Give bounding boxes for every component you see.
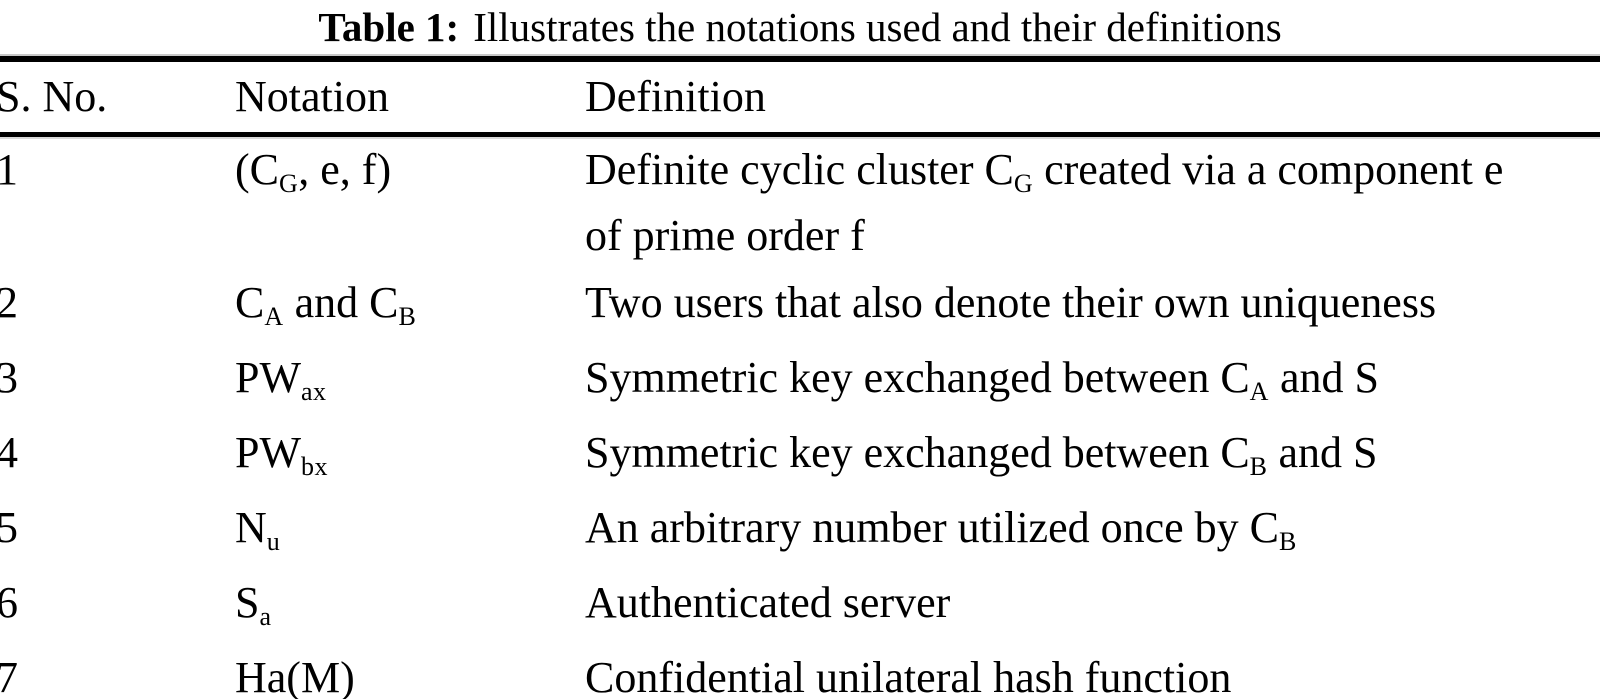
text-line: (CG, e, f) (235, 145, 392, 198)
row-number-cell: 5 (0, 503, 18, 552)
text-line: An arbitrary number utilized once by CB (585, 503, 1297, 556)
table-row: 1 (CG, e, f) Definite cyclic cluster CG … (0, 144, 1600, 272)
row-number-cell: 6 (0, 578, 18, 627)
table-row: 6 Sa Authenticated server (0, 572, 1600, 647)
text-line: PWax (235, 353, 327, 406)
definition-cell: Two users that also denote their own uni… (585, 272, 1600, 347)
table-caption: Table 1: Illustrates the notations used a… (0, 0, 1600, 56)
text-line: Symmetric key exchanged between CB and S (585, 428, 1378, 481)
column-header-definition: Definition (585, 72, 766, 121)
column-header-sno: S. No. (0, 72, 108, 121)
row-number-cell: 2 (0, 278, 18, 327)
notation-cell: Sa (235, 572, 585, 647)
text-line: Sa (235, 578, 272, 631)
text-line: PWbx (235, 428, 328, 481)
notation-cell: Nu (235, 497, 585, 572)
definition-cell: Symmetric key exchanged between CA and S (585, 347, 1600, 422)
table-row: 7 Ha(M) Confidential unilateral hash fun… (0, 647, 1600, 699)
definition-cell: Symmetric key exchanged between CB and S (585, 422, 1600, 497)
top-rule (0, 56, 1600, 62)
table-caption-label: Table 1: (318, 4, 460, 50)
text-line: Ha(M) (235, 653, 355, 699)
text-line: of prime order f (585, 211, 865, 260)
table-header-row: S. No. Notation Definition (0, 62, 1600, 132)
row-number-cell: 7 (0, 653, 18, 699)
table-row: 3 PWax Symmetric key exchanged between C… (0, 347, 1600, 422)
text-line: Nu (235, 503, 281, 556)
definition-cell: An arbitrary number utilized once by CB (585, 497, 1600, 572)
text-line: Symmetric key exchanged between CA and S (585, 353, 1379, 406)
table-row: 5 Nu An arbitrary number utilized once b… (0, 497, 1600, 572)
definition-cell: Confidential unilateral hash function (585, 647, 1600, 699)
table-body: 1 (CG, e, f) Definite cyclic cluster CG … (0, 137, 1600, 699)
notation-cell: PWbx (235, 422, 585, 497)
text-line: Definite cyclic cluster CG created via a… (585, 145, 1504, 198)
definition-cell: Definite cyclic cluster CG created via a… (585, 144, 1600, 272)
definition-cell: Authenticated server (585, 572, 1600, 647)
text-line: Two users that also denote their own uni… (585, 278, 1437, 327)
text-line: CA and CB (235, 278, 417, 331)
header-rule (0, 132, 1600, 137)
notation-cell: Ha(M) (235, 647, 585, 699)
table-row: 2 CA and CB Two users that also denote t… (0, 272, 1600, 347)
text-line: Authenticated server (585, 578, 951, 627)
row-number-cell: 1 (0, 145, 18, 194)
row-number-cell: 3 (0, 353, 18, 402)
notation-cell: PWax (235, 347, 585, 422)
notation-cell: (CG, e, f) (235, 144, 585, 272)
column-header-notation: Notation (235, 72, 389, 121)
notation-cell: CA and CB (235, 272, 585, 347)
text-line: Confidential unilateral hash function (585, 653, 1232, 699)
table-row: 4 PWbx Symmetric key exchanged between C… (0, 422, 1600, 497)
table-caption-text: Illustrates the notations used and their… (473, 4, 1282, 50)
row-number-cell: 4 (0, 428, 18, 477)
